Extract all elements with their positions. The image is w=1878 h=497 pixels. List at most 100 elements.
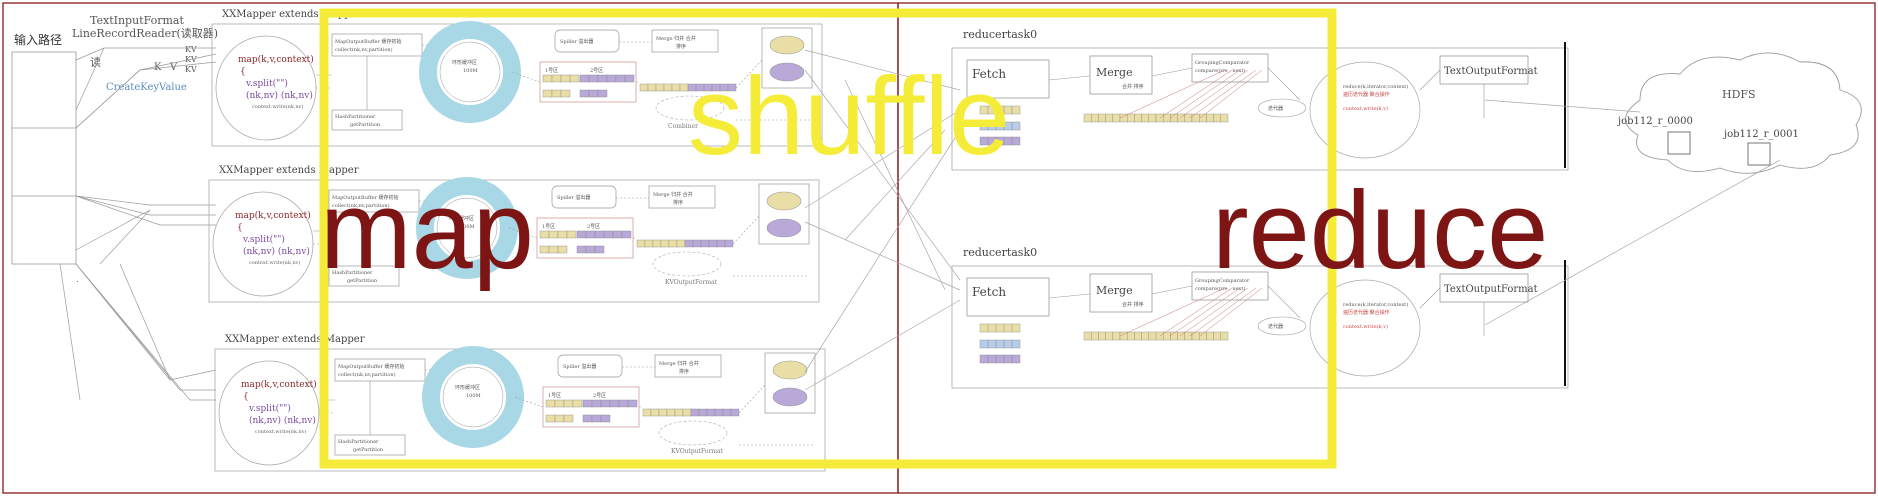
merged-cell — [692, 239, 702, 248]
spill-cell — [597, 74, 608, 83]
text-output-format-label: TextOutputFormat — [1444, 284, 1538, 295]
ring-buffer-label: 环形缓冲区 — [449, 215, 474, 222]
combiner-label: KVOutputFormat — [671, 448, 724, 455]
spill-cell — [579, 74, 590, 83]
spill-cell — [591, 414, 602, 423]
reduce-method-signature: reduce(k,iterator,context) — [1343, 83, 1408, 90]
map-context-write: context.write(nk,nv) — [255, 428, 306, 435]
map-merge-label: Merge 归并 合并 — [653, 191, 693, 198]
spill-cell — [588, 74, 599, 83]
map-output-buffer-label: MapOutputBuffer 缓存初始 — [335, 38, 401, 45]
merged-cell — [676, 239, 686, 248]
map-output-buffer-sub: collect(nk,nv,partition) — [332, 202, 390, 209]
spill-cell — [597, 89, 608, 98]
fetched-cell — [1011, 354, 1021, 364]
spiller-box — [557, 354, 623, 378]
shuffle-lines — [804, 49, 961, 391]
partition-output-box — [758, 183, 810, 245]
spill-cell — [585, 245, 596, 254]
merged-cell — [716, 239, 726, 248]
hdfs-file-label: job112_r_0001 — [1723, 129, 1799, 140]
merged-cell — [708, 239, 718, 248]
ring-buffer-inner — [442, 366, 504, 428]
spill-region-label: 1号区 — [545, 68, 558, 74]
merged-reduce-cell — [1220, 113, 1229, 123]
reduce-method-circle — [1309, 61, 1421, 159]
reduce-merge-box — [1089, 55, 1153, 95]
map-merge-box — [654, 354, 722, 378]
spill-cell — [600, 399, 611, 408]
combiner-ellipse — [655, 95, 725, 121]
read-label: 读 — [90, 55, 101, 69]
combiner-label: Combiner — [668, 123, 698, 130]
spill-cell — [609, 399, 620, 408]
map-output-buffer-sub: collect(nk,nv,partition) — [338, 371, 396, 378]
merged-reduce-cell — [1134, 331, 1142, 341]
map-merge-box — [648, 185, 716, 209]
merged-cell — [652, 239, 662, 248]
merged-cell — [642, 408, 652, 417]
spill-cell — [576, 230, 587, 239]
merged-cell — [679, 83, 689, 92]
fetch-label: Fetch — [972, 285, 1006, 299]
fetched-cell — [987, 339, 997, 349]
fetched-cell — [995, 339, 1005, 349]
map-method-signature: map(k,v,context) — [238, 54, 314, 65]
reducer-flow-lines — [1048, 285, 1485, 336]
merged-cell — [706, 408, 716, 417]
map-method-signature: map(k,v,context) — [235, 210, 311, 221]
map-output-pair: (nk,nv) (nk,nv) — [243, 246, 310, 257]
spill-cell — [563, 399, 574, 408]
fetch-label: Fetch — [972, 67, 1006, 81]
ring-buffer-size: 100M — [460, 224, 475, 230]
spill-cell — [579, 89, 590, 98]
map-output-pair: (nk,nv) (nk,nv) — [249, 415, 316, 426]
merged-reduce-cell — [1105, 113, 1113, 123]
ring-buffer-size: 100M — [466, 393, 481, 399]
spill-cell — [612, 230, 623, 239]
spill-cell — [594, 245, 605, 254]
fetched-cell — [987, 323, 997, 333]
spill-cell — [560, 89, 571, 98]
iterator-label: 迭代器 — [1268, 323, 1283, 330]
hash-partitioner-label: HashPartitioner — [332, 270, 373, 276]
merged-reduce-cell — [1191, 113, 1200, 123]
reduce-merge-label: Merge — [1096, 66, 1133, 79]
merged-reduce-cell — [1083, 113, 1092, 123]
merged-reduce-cell — [1206, 331, 1214, 341]
mapper-title: XXMapper extends Mapper — [225, 334, 365, 345]
reduce-merge-sub: 合并 排序 — [1122, 301, 1144, 308]
map-overlay-label: map — [320, 169, 534, 292]
ring-buffer-inner — [439, 41, 501, 103]
merged-reduce-cell — [1191, 331, 1200, 341]
grouping-lines — [1119, 287, 1263, 337]
fetched-cell — [1011, 121, 1021, 131]
hash-partitioner-sub: getPartition — [353, 447, 384, 453]
merged-cell — [668, 239, 678, 248]
spill-cell — [548, 245, 559, 254]
spill-cell — [557, 245, 568, 254]
reduce-method-body: 遍历迭代器 聚合操作 — [1343, 309, 1390, 316]
merged-reduce-cell — [1083, 331, 1092, 341]
merged-cell — [674, 408, 684, 417]
input-path-box — [11, 51, 77, 265]
ring-buffer-inner — [436, 197, 498, 259]
spill-cell — [539, 245, 550, 254]
map-method-brace: { — [240, 67, 246, 77]
merged-reduce-cell — [1148, 331, 1157, 341]
fetch-box — [966, 59, 1050, 99]
map-merge-box — [651, 29, 719, 53]
spill-cell — [542, 74, 553, 83]
spill-cell — [572, 399, 583, 408]
input-path-label: 输入路径 — [14, 32, 62, 47]
fetched-cell — [979, 339, 989, 349]
partition-output-box — [764, 352, 816, 414]
spiller-box — [551, 185, 617, 209]
merged-reduce-cell — [1098, 331, 1106, 341]
mapper-title: XXMapper extends Mapper — [219, 165, 359, 176]
spill-cell — [554, 414, 565, 423]
mapper-block: XXMapper extends Mappermap(k,v,context){… — [211, 9, 823, 147]
merged-cell — [660, 239, 670, 248]
merged-reduce-cell — [1184, 331, 1193, 341]
